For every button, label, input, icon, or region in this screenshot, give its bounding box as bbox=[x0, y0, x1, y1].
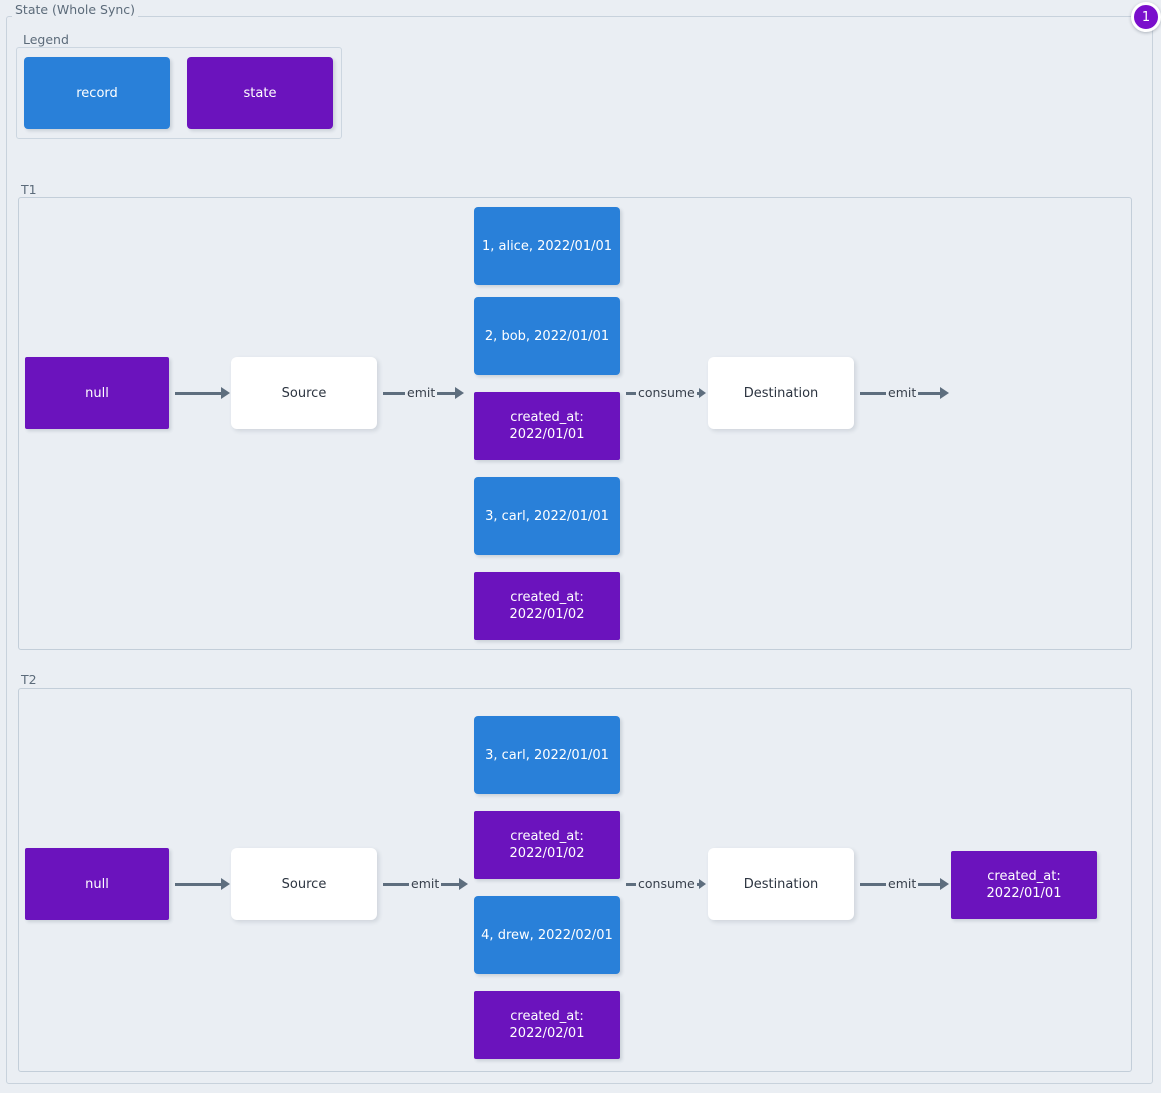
t1-source-node: Source bbox=[231, 357, 377, 429]
t2-final-state: created_at: 2022/01/01 bbox=[951, 851, 1097, 919]
section-label-t2: T2 bbox=[18, 673, 40, 687]
t1-emit-label-1: emit bbox=[407, 385, 436, 400]
t1-arrow-emit-destination: emit bbox=[860, 384, 950, 402]
t2-arrow-emit-source: emit bbox=[383, 875, 469, 893]
t2-arrow-consume: consume bbox=[626, 875, 706, 893]
status-badge[interactable]: 1 bbox=[1131, 2, 1161, 32]
t1-stream-item-1: 2, bob, 2022/01/01 bbox=[474, 297, 620, 375]
t1-consume-label: consume bbox=[638, 385, 695, 400]
section-label-t1: T1 bbox=[18, 183, 40, 197]
t2-source-node: Source bbox=[231, 848, 377, 920]
t2-arrow-state-to-source bbox=[175, 875, 230, 893]
t2-consume-label: consume bbox=[638, 876, 695, 891]
t2-stream-item-3: created_at: 2022/02/01 bbox=[474, 991, 620, 1059]
t1-initial-state: null bbox=[25, 357, 169, 429]
t2-stream-item-1: created_at: 2022/01/02 bbox=[474, 811, 620, 879]
legend-title: Legend bbox=[20, 33, 72, 47]
page-title: State (Whole Sync) bbox=[12, 3, 139, 17]
t2-destination-node: Destination bbox=[708, 848, 854, 920]
t1-stream-item-3: 3, carl, 2022/01/01 bbox=[474, 477, 620, 555]
t2-emit-label-2: emit bbox=[888, 876, 917, 891]
t1-destination-node: Destination bbox=[708, 357, 854, 429]
legend-swatch-state: state bbox=[187, 57, 333, 129]
t2-stream-item-0: 3, carl, 2022/01/01 bbox=[474, 716, 620, 794]
t2-stream-item-2: 4, drew, 2022/02/01 bbox=[474, 896, 620, 974]
t1-stream-item-0: 1, alice, 2022/01/01 bbox=[474, 207, 620, 285]
t2-initial-state: null bbox=[25, 848, 169, 920]
t2-emit-label-1: emit bbox=[411, 876, 440, 891]
legend-swatch-record: record bbox=[24, 57, 170, 129]
t1-stream-item-2: created_at: 2022/01/01 bbox=[474, 392, 620, 460]
t1-emit-label-2: emit bbox=[888, 385, 917, 400]
t1-arrow-emit-source: emit bbox=[383, 384, 465, 402]
t2-arrow-emit-destination: emit bbox=[860, 875, 950, 893]
t1-stream-item-4: created_at: 2022/01/02 bbox=[474, 572, 620, 640]
t1-arrow-consume: consume bbox=[626, 384, 706, 402]
t1-arrow-state-to-source bbox=[175, 384, 230, 402]
